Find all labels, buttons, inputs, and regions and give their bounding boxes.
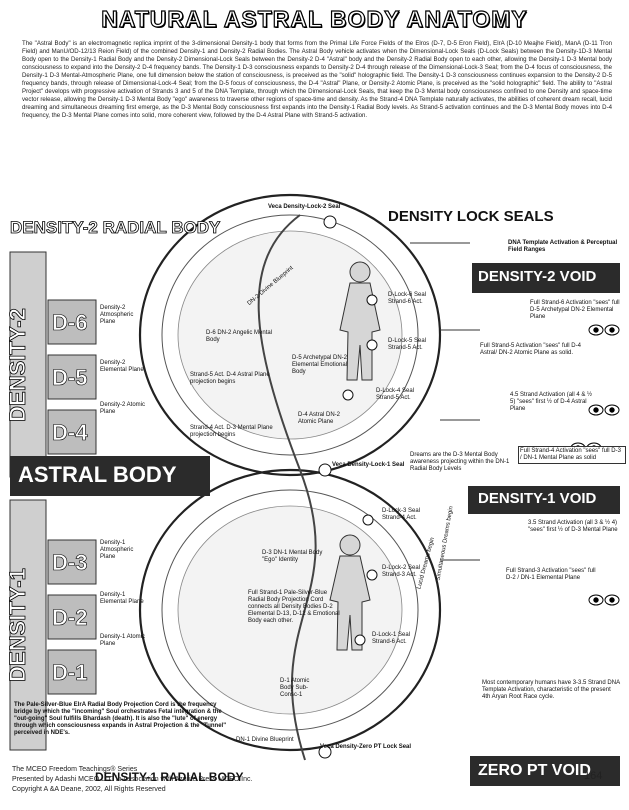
footer-copyright: Copyright A &A Deane, 2002, All Rights R… (12, 786, 166, 793)
level-d5-code: D-5 (52, 365, 88, 391)
d1-atomic-body-label: D-1 Atomic Body Sub-Consc-1 (280, 678, 310, 698)
dn1-blueprint-label: DN-1 Divine Blueprint (236, 737, 294, 743)
dlock6-label: D-Lock-6 Seal Strand-6 Act. (388, 292, 427, 305)
strand5-projection-label: Strand-5 Act. D-4 Astral Plane projectio… (190, 372, 270, 385)
dreams-note: Dreams are the D-3 Mental Body awareness… (410, 452, 510, 472)
note-strand5: Full Strand-5 Activation "sees" full D-4… (480, 343, 581, 356)
level-d4-code: D-4 (52, 420, 88, 446)
level-d4-desc: Density-2 Atomic Plane (100, 402, 146, 416)
page-title: NATURAL ASTRAL BODY ANATOMY (101, 5, 528, 32)
density2-vertical-label: DENSITY-2 (5, 308, 31, 423)
level-d3-code: D-3 (52, 550, 88, 576)
level-d1-desc: Density-1 Atomic Plane (100, 634, 146, 648)
level-d5-desc: Density-2 Elemental Plane (100, 360, 144, 374)
level-d6-desc: Density-2 Atmospheric Plane (100, 305, 134, 326)
intro-paragraph: The "Astral Body" is an electromagnetic … (22, 40, 612, 120)
density-lock-seals-banner: DENSITY LOCK SEALS (388, 208, 554, 225)
astral-body-banner: ASTRAL BODY (18, 462, 177, 487)
note-strand4: Full Strand-4 Activation "sees" full D-3… (518, 446, 626, 464)
level-d1-code: D-1 (52, 660, 88, 686)
density1-void-banner: DENSITY-1 VOID (478, 490, 597, 507)
level-d6-code: D-6 (52, 310, 88, 336)
level-d3-desc: Density-1 Atmospheric Plane (100, 540, 134, 561)
veca-lock1-label: Veca Density-Lock-1 Seal (332, 462, 405, 468)
veca-zero-pt-label: Veca Density-Zero PT Lock Seal (320, 744, 412, 750)
zero-pt-void-banner: ZERO PT VOID (478, 762, 591, 779)
footer-presented: Presented by Adashi MCEO LLC in Associat… (12, 776, 253, 783)
d3-mental-body-label: D-3 DN-1 Mental Body "Ego" Identity (262, 550, 323, 563)
d5-archetypal-body-label: D-5 Archetypal DN-2 Elemental Emotional … (292, 355, 348, 375)
note-contemporary-humans: Most contemporary humans have 3-3.5 Stra… (482, 680, 620, 700)
dlock3-label: D-Lock-3 Seal Strand-4 Act. (382, 508, 421, 521)
veca-lock2-label: Veca Density-Lock-2 Seal (268, 204, 341, 210)
dlock1-label: D-Lock-1 Seal Strand-6 Act. (372, 632, 411, 645)
dlock2-label: D-Lock-2 Seal Strand-3 Act. (382, 565, 421, 578)
note-strand6: Full Strand-6 Activation "sees" full D-5… (530, 300, 620, 320)
density1-vertical-label: DENSITY-1 (5, 568, 31, 683)
d6-angelic-body-label: D-6 DN-2 Angelic Mental Body (206, 330, 273, 343)
density2-radial-body-banner: DENSITY-2 RADIAL BODY (10, 218, 221, 238)
strand4-projection-label: Strand-4 Act. D-3 Mental Plane projectio… (190, 425, 273, 438)
level-d2-code: D-2 (52, 605, 88, 631)
d4-astral-body-label: D-4 Astral DN-2 Atomic Plane (298, 412, 341, 425)
note-strand3: Full Strand-3 Activation "sees" full D-2… (506, 568, 596, 581)
note-strand35: 3.5 Strand Activation (all 3 & ½ 4) "see… (528, 520, 618, 533)
density1-radial-body-banner: DENSITY-1 RADIAL BODY (95, 770, 244, 784)
dlock4-label: D-Lock-4 Seal Strand-5 Act. (376, 388, 415, 401)
note-strand45: 4.5 Strand Activation (all 4 & ½ 5) "see… (510, 392, 593, 412)
footer-series: The MCEO Freedom Teachings® Series (12, 766, 138, 773)
pale-silver-cord-label: Full Strand-1 Pale-Silver-Blue Radial Bo… (248, 590, 340, 624)
dlock5-label: D-Lock-5 Seal Strand-5 Act. (388, 338, 427, 351)
dna-template-header: DNA Template Activation & Perceptual Fie… (508, 240, 618, 253)
page-number: 164 (584, 770, 603, 782)
density2-void-banner: DENSITY-2 VOID (478, 268, 597, 285)
level-d2-desc: Density-1 Elemental Plane (100, 592, 144, 606)
projection-cord-note: The Pale-Silver-Blue ElrA Radial Body Pr… (14, 702, 227, 736)
